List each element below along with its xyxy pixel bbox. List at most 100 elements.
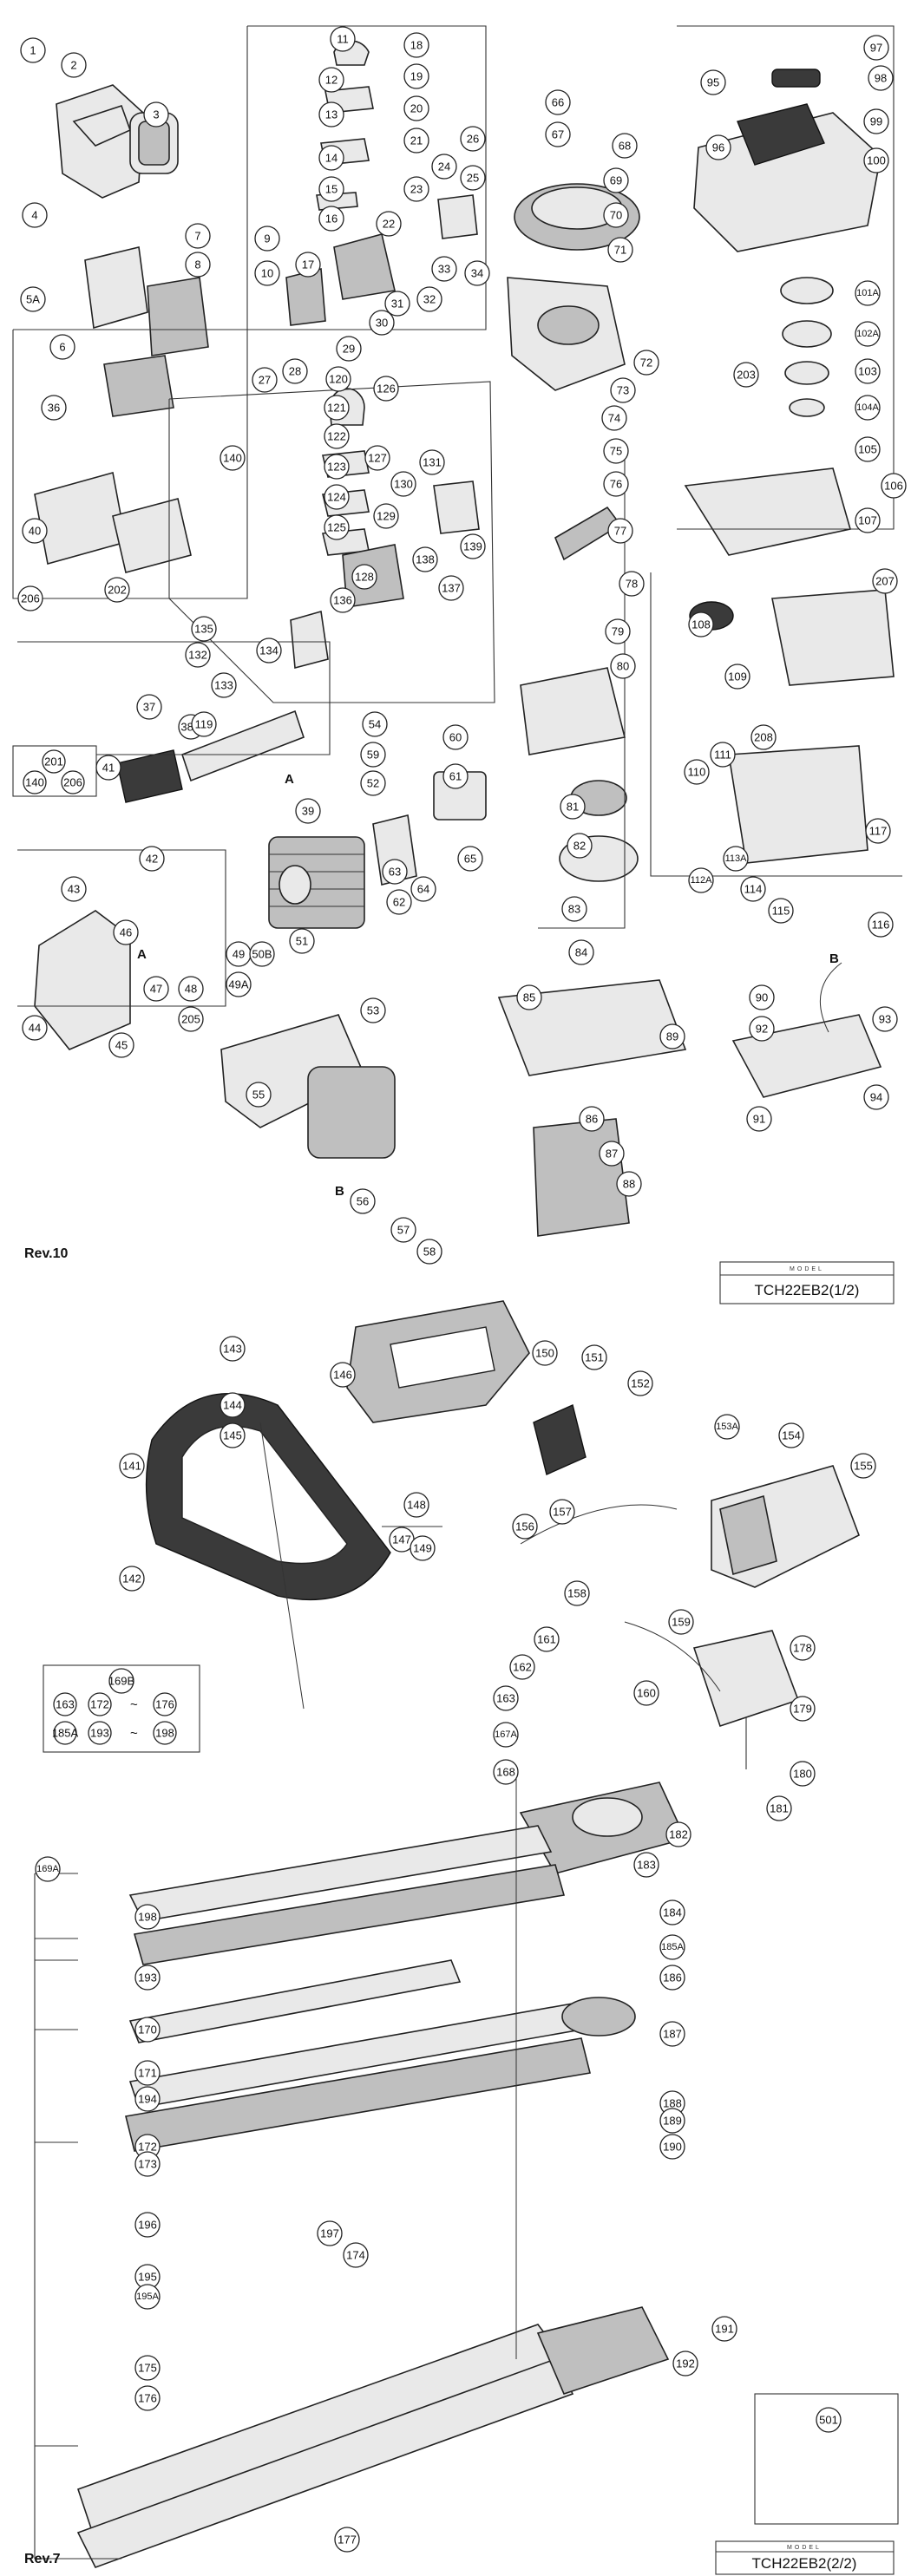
callout-number: 135	[194, 623, 213, 636]
callout-number: 133	[214, 679, 233, 692]
callout-part-47: 47	[143, 976, 169, 1002]
callout-part-14: 14	[318, 145, 344, 171]
callout-part-145: 145	[220, 1422, 246, 1448]
callout-part-48: 48	[178, 976, 204, 1002]
callout-part-167a: 167A	[493, 1722, 519, 1748]
callout-part-156: 156	[512, 1514, 538, 1540]
callout-part-135: 135	[191, 616, 217, 642]
callout-number: 95	[707, 76, 719, 89]
callout-number: 75	[610, 445, 622, 458]
callout-number: 170	[138, 2024, 157, 2037]
callout-number: 134	[259, 644, 279, 657]
callout-part-175: 175	[134, 2355, 161, 2381]
model-box-1	[719, 1261, 895, 1304]
callout-number: 180	[793, 1768, 812, 1781]
callout-part-70: 70	[603, 202, 629, 228]
callout-part-103: 103	[855, 358, 881, 384]
callout-number: 9	[264, 232, 270, 245]
callout-part-57: 57	[390, 1217, 416, 1243]
svg-text:~: ~	[130, 1697, 138, 1712]
callout-part-26: 26	[460, 126, 486, 152]
callout-part-185a: 185A	[659, 1934, 685, 1960]
callout-part-39: 39	[295, 798, 321, 824]
callout-part-73: 73	[610, 377, 636, 403]
callout-part-125: 125	[324, 514, 350, 540]
callout-number: 130	[394, 478, 413, 491]
callout-number: 107	[858, 514, 877, 527]
callout-number: 11	[337, 33, 349, 46]
callout-part-5a: 5A	[20, 286, 46, 312]
callout-number: 198	[138, 1911, 157, 1924]
callout-number: 207	[875, 575, 895, 588]
callout-part-86: 86	[579, 1106, 605, 1132]
revision-label-page1: Rev.10	[24, 1246, 69, 1261]
callout-number: 175	[138, 2362, 157, 2375]
callout-part-195: 195	[134, 2264, 161, 2290]
callout-number: 197	[320, 2227, 339, 2240]
callout-part-192: 192	[672, 2350, 698, 2377]
callout-part-61: 61	[442, 763, 469, 789]
page2-frames	[34, 1422, 747, 2560]
callout-number: 69	[610, 174, 622, 187]
page1-frames	[12, 25, 902, 1007]
callout-part-18: 18	[403, 32, 429, 58]
callout-number: 33	[438, 263, 450, 276]
callout-part-60: 60	[442, 724, 469, 750]
callout-part-104a: 104A	[855, 395, 881, 421]
callout-number: 97	[870, 42, 882, 55]
callout-part-136: 136	[330, 587, 356, 613]
callout-part-152: 152	[627, 1370, 653, 1396]
callout-part-6: 6	[49, 334, 75, 360]
callout-part-84: 84	[568, 939, 594, 965]
callout-number: 96	[712, 141, 724, 154]
svg-text:193: 193	[90, 1727, 109, 1740]
callout-part-25: 25	[460, 165, 486, 191]
callout-number: 91	[753, 1113, 765, 1126]
callout-part-501: 501	[816, 2407, 842, 2433]
callout-part-78: 78	[619, 571, 645, 597]
callout-part-169a: 169A	[35, 1856, 61, 1882]
callout-number: 184	[663, 1906, 682, 1919]
callout-number: 140	[223, 452, 242, 465]
callout-number: 149	[413, 1542, 432, 1555]
callout-part-177: 177	[334, 2527, 360, 2553]
callout-number: 18	[410, 39, 423, 52]
callout-number: 128	[355, 571, 374, 584]
callout-number: 82	[573, 840, 586, 853]
callout-part-59: 59	[360, 742, 386, 768]
callout-number: 65	[464, 853, 476, 866]
callout-number: 37	[143, 701, 155, 714]
callout-number: 114	[744, 883, 763, 896]
callout-part-72: 72	[633, 350, 659, 376]
callout-part-163: 163	[493, 1685, 519, 1711]
callout-number: 206	[21, 592, 40, 605]
callout-number: 103	[858, 365, 877, 378]
callout-part-56: 56	[350, 1188, 376, 1214]
callout-number: 72	[640, 356, 652, 369]
svg-text:163: 163	[56, 1698, 75, 1711]
callout-number: 25	[467, 172, 479, 185]
callout-number: 182	[669, 1828, 688, 1841]
callout-part-33: 33	[431, 256, 457, 282]
callout-part-92: 92	[749, 1016, 775, 1042]
callout-part-178: 178	[790, 1635, 816, 1661]
callout-number: 68	[619, 140, 631, 153]
callout-part-28: 28	[282, 358, 308, 384]
callout-part-186: 186	[659, 1965, 685, 1991]
callout-number: 156	[515, 1520, 534, 1533]
callout-number: 129	[377, 510, 396, 523]
callout-number: 187	[663, 2028, 682, 2041]
callout-part-16: 16	[318, 206, 344, 232]
callout-number: 123	[327, 461, 346, 474]
callout-number: 98	[875, 72, 887, 85]
callout-part-198: 198	[134, 1904, 161, 1930]
callout-part-160: 160	[633, 1680, 659, 1706]
callout-part-50b: 50B	[249, 941, 275, 967]
callout-number: 43	[68, 883, 80, 896]
callout-part-188: 188	[659, 2090, 685, 2116]
callout-number: 501	[819, 2414, 838, 2427]
kit-201-member: 206	[61, 770, 85, 794]
callout-part-40: 40	[22, 518, 48, 544]
callout-part-150: 150	[532, 1340, 558, 1366]
callout-number: 1	[29, 44, 36, 57]
